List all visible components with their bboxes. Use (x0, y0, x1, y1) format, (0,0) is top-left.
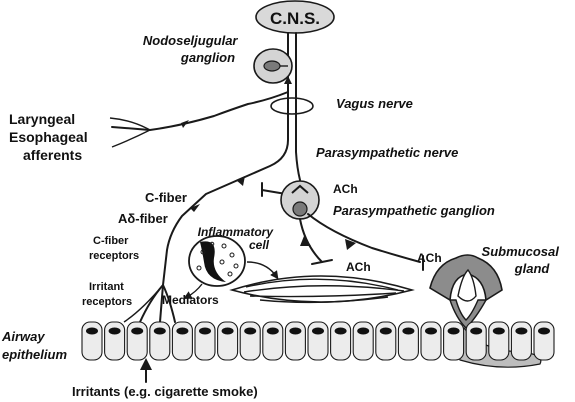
c-fiber-receptors-label: C-fiber receptors (89, 235, 139, 262)
epithelial-nucleus (108, 327, 121, 335)
inflammatory-cell (183, 235, 279, 300)
irritant-receptors-label: Irritant receptors (82, 281, 132, 308)
a-delta-fiber-label: Aδ-fiber (118, 211, 168, 226)
epithelial-nucleus (334, 327, 347, 335)
epithelial-nucleus (153, 327, 166, 335)
postganglionic-fibers (299, 213, 424, 271)
epithelial-nucleus (515, 327, 528, 335)
cns-node: C.N.S. (255, 0, 335, 34)
epithelial-nucleus (221, 327, 234, 335)
mediators-label: Mediators (162, 293, 219, 307)
epithelial-nucleus (402, 327, 415, 335)
nodose-ganglion (253, 48, 293, 84)
c-fiber-label: C-fiber (145, 190, 187, 205)
epithelial-nucleus (379, 327, 392, 335)
epithelial-nucleus (492, 327, 505, 335)
submucosal-gland-label: Submucosal gland (482, 244, 563, 276)
airway-epithelium-label: Airway epithelium (1, 329, 67, 362)
epithelial-nucleus (447, 327, 460, 335)
epithelial-nucleus (199, 327, 211, 335)
laryngeal-afferent-nerve (109, 91, 289, 148)
muscle-ach-label: ACh (346, 260, 371, 274)
epithelial-nucleus (357, 327, 370, 335)
laryngeal-afferents-label: Laryngeal Esophageal afferents (9, 111, 91, 163)
epithelial-nucleus (425, 327, 437, 335)
smooth-muscle (229, 275, 415, 304)
epithelial-nucleus (538, 327, 550, 335)
epithelial-nucleus (312, 327, 324, 335)
inflammatory-cell-label: Inflammatory cell (198, 225, 277, 252)
epithelial-nucleus (289, 327, 302, 335)
airway-epithelium (81, 321, 555, 361)
cns-label: C.N.S. (270, 9, 320, 28)
vagus-nerve-label: Vagus nerve (336, 96, 413, 111)
parasympathetic-nerve-label: Parasympathetic nerve (316, 145, 458, 160)
epithelial-nucleus (244, 327, 257, 335)
vagus-trunk (159, 32, 314, 323)
epithelial-nucleus (86, 327, 98, 335)
epithelial-nucleus (131, 327, 144, 335)
irritants-label: Irritants (e.g. cigarette smoke) (72, 384, 258, 399)
parasympathetic-ganglion (280, 180, 320, 220)
ganglion-ach-label: ACh (333, 182, 358, 196)
parasympathetic-ganglion-label: Parasympathetic ganglion (333, 203, 495, 218)
epithelial-nucleus (176, 327, 189, 335)
vagus-nerve-ring (270, 97, 314, 115)
nodose-ganglion-label: Nodoseljugular ganglion (143, 33, 241, 65)
epithelial-nucleus (470, 327, 483, 335)
gland-ach-label: ACh (417, 251, 442, 265)
sensory-fiber-branches (123, 204, 200, 323)
epithelial-nucleus (266, 327, 279, 335)
